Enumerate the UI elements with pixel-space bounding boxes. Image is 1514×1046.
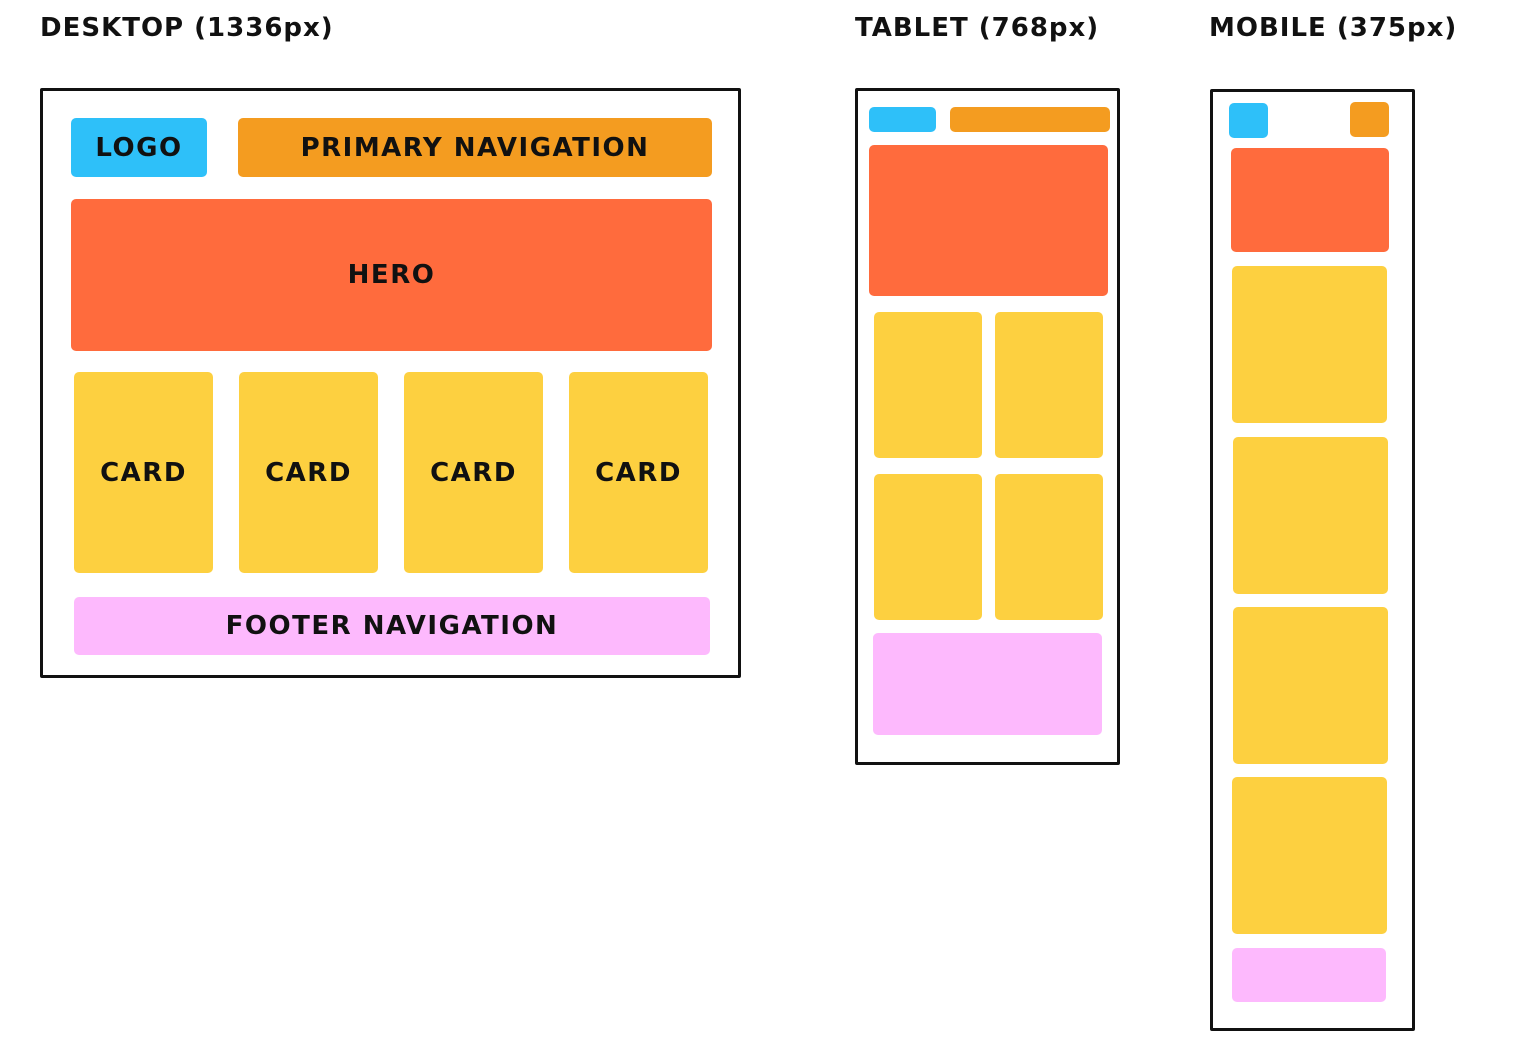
tablet-card-2 <box>995 312 1103 458</box>
tablet-heading: TABLET (768px) <box>855 13 1100 43</box>
desktop-card-1: CARD <box>74 372 213 573</box>
desktop-primary-navigation: PRIMARY NAVIGATION <box>238 118 712 177</box>
tablet-logo <box>869 107 936 132</box>
desktop-heading: DESKTOP (1336px) <box>40 13 334 43</box>
tablet-card-1 <box>874 312 982 458</box>
mobile-menu-button <box>1350 102 1389 137</box>
tablet-primary-navigation <box>950 107 1110 132</box>
tablet-card-3 <box>874 474 982 620</box>
mobile-card-2 <box>1233 437 1388 594</box>
mobile-card-4 <box>1232 777 1387 934</box>
tablet-card-4 <box>995 474 1103 620</box>
mobile-card-1 <box>1232 266 1387 423</box>
desktop-hero: HERO <box>71 199 712 351</box>
desktop-logo: LOGO <box>71 118 207 177</box>
desktop-card-2: CARD <box>239 372 378 573</box>
mobile-footer-navigation <box>1232 948 1386 1002</box>
desktop-card-3: CARD <box>404 372 543 573</box>
tablet-footer-navigation <box>873 633 1102 735</box>
mobile-logo <box>1229 103 1268 138</box>
tablet-hero <box>869 145 1108 296</box>
mobile-hero <box>1231 148 1389 252</box>
desktop-card-4: CARD <box>569 372 708 573</box>
mobile-heading: MOBILE (375px) <box>1209 13 1458 43</box>
mobile-card-3 <box>1233 607 1388 764</box>
desktop-footer-navigation: FOOTER NAVIGATION <box>74 597 710 655</box>
